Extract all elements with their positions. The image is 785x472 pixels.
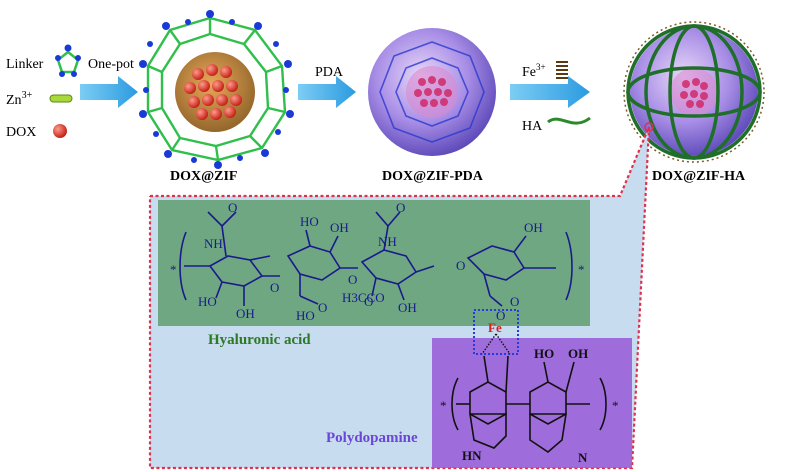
svg-text:OH: OH (330, 220, 349, 235)
svg-text:O: O (510, 294, 519, 309)
dox-zif-pda-particle (368, 28, 496, 156)
svg-text:O: O (456, 258, 465, 273)
svg-text:HO: HO (534, 346, 554, 361)
svg-text:O: O (270, 280, 279, 295)
svg-text:HN: HN (462, 448, 482, 463)
svg-text:Fe: Fe (488, 320, 502, 335)
dox-zif-ha-particle (623, 21, 765, 163)
product-dox-zif-label: DOX@ZIF (170, 169, 237, 184)
dox-icon (53, 124, 67, 138)
linker-icon (55, 44, 81, 77)
svg-text:N: N (578, 450, 588, 465)
svg-text:OH: OH (524, 220, 543, 235)
svg-text:*: * (170, 262, 177, 277)
svg-text:OH: OH (236, 306, 255, 321)
svg-text:HO: HO (198, 294, 217, 309)
legend: Linker Zn3+ DOX (6, 44, 81, 140)
ha-structure: * NH O HO OH O HO OH HO O O NH O O H3CCO (170, 200, 585, 323)
svg-text:HO: HO (300, 214, 319, 229)
pda-panel (432, 338, 632, 468)
svg-text:O: O (348, 272, 357, 287)
svg-text:O: O (364, 294, 373, 309)
svg-text:H3CCO: H3CCO (342, 290, 385, 305)
ha-strand-icon (547, 116, 591, 125)
arrow-pda: PDA (298, 65, 356, 108)
step-fe-label: Fe3+ (522, 62, 546, 80)
svg-text:HO: HO (296, 308, 315, 323)
svg-text:*: * (440, 398, 447, 413)
svg-text:*: * (578, 262, 585, 277)
svg-text:O: O (496, 308, 505, 323)
svg-text:*: * (612, 398, 619, 413)
arrow-one-pot: One-pot (80, 57, 138, 108)
step-pda-label: PDA (315, 65, 344, 80)
svg-text:OH: OH (398, 300, 417, 315)
pda-structure: * HN HO OH N * (440, 346, 619, 465)
step-ha-label: HA (522, 119, 543, 134)
product-dox-zif-pda-label: DOX@ZIF-PDA (382, 169, 484, 184)
dox-label: DOX (6, 125, 36, 140)
arrow-fe-ha: Fe3+ HA (510, 61, 591, 134)
svg-text:O: O (318, 300, 327, 315)
step-one-pot-label: One-pot (88, 57, 134, 72)
polydopamine-label: Polydopamine (326, 430, 418, 446)
fe-coordination: Fe (473, 309, 519, 355)
fe-coil-icon (556, 61, 568, 79)
svg-text:OH: OH (568, 346, 588, 361)
dox-zif-particle (139, 10, 294, 169)
svg-text:NH: NH (204, 236, 223, 251)
ha-panel (158, 200, 590, 326)
hyaluronic-acid-label: Hyaluronic acid (208, 332, 311, 348)
zn-icon (49, 94, 73, 103)
linker-label: Linker (6, 57, 44, 72)
svg-text:O: O (396, 200, 405, 215)
product-dox-zif-ha-label: DOX@ZIF-HA (652, 169, 746, 184)
svg-text:NH: NH (378, 234, 397, 249)
zn-label: Zn3+ (6, 90, 33, 108)
svg-text:O: O (228, 200, 237, 215)
